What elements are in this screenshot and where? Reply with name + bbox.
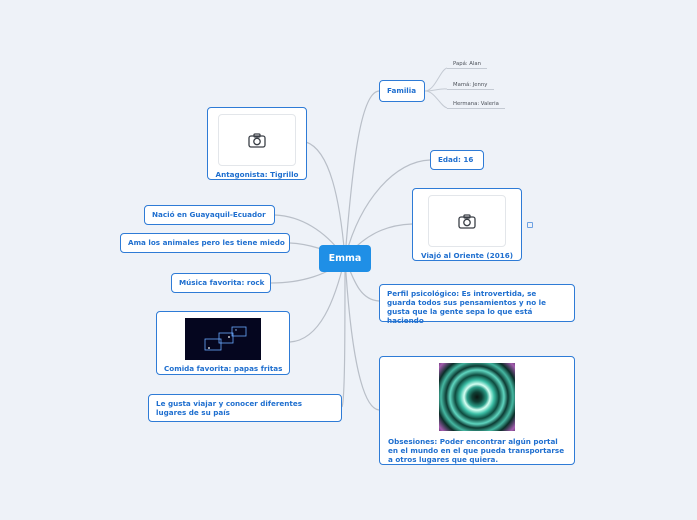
link-familia bbox=[344, 90, 380, 259]
camera-icon bbox=[248, 132, 266, 148]
link-papa bbox=[424, 67, 448, 92]
topic-edad[interactable]: Edad: 16 bbox=[430, 150, 484, 170]
topic-viajo-oriente-label: Viajó al Oriente (2016) bbox=[421, 251, 513, 260]
link-viajar bbox=[341, 257, 346, 408]
link-edad bbox=[344, 159, 431, 259]
comida-image-graphic bbox=[204, 326, 247, 351]
topic-antagonista[interactable]: Antagonista: Tigrillo bbox=[207, 107, 307, 180]
portal-tunnel-image bbox=[439, 363, 515, 431]
topic-nacio[interactable]: Nació en Guayaquil-Ecuador bbox=[144, 205, 275, 225]
topic-viajo-oriente[interactable]: Viajó al Oriente (2016) bbox=[412, 188, 522, 261]
comida-image bbox=[185, 318, 261, 360]
topic-perfil-psicologico[interactable]: Perfil psicológico: Es introvertida, se … bbox=[379, 284, 575, 325]
subtopic-hermana-underline bbox=[447, 108, 505, 109]
image-placeholder bbox=[428, 195, 506, 247]
link-antagonista bbox=[305, 141, 346, 259]
subtopic-hermana[interactable]: Hermana: Valeria bbox=[453, 101, 499, 107]
topic-antagonista-label: Antagonista: Tigrillo bbox=[215, 170, 299, 179]
topic-obsesiones-label: Obsesiones: Poder encontrar algún portal… bbox=[388, 437, 565, 464]
image-placeholder bbox=[218, 114, 296, 166]
topic-viajar[interactable]: Le gusta viajar y conocer diferentes lug… bbox=[148, 394, 342, 422]
topic-comida[interactable]: Comida favorita: papas fritas bbox=[156, 311, 290, 375]
topic-comida-label: Comida favorita: papas fritas bbox=[164, 364, 283, 373]
external-link-icon[interactable] bbox=[527, 222, 533, 228]
camera-icon bbox=[458, 213, 476, 229]
subtopic-mama[interactable]: Mamá: Jenny bbox=[453, 82, 488, 88]
subtopic-mama-underline bbox=[447, 89, 494, 90]
topic-animales[interactable]: Ama los animales pero les tiene miedo bbox=[120, 233, 290, 253]
topic-musica[interactable]: Música favorita: rock bbox=[171, 273, 271, 293]
topic-familia[interactable]: Familia bbox=[379, 80, 425, 102]
subtopic-papa-underline bbox=[447, 68, 487, 69]
link-obsesiones bbox=[344, 257, 380, 411]
root-topic[interactable]: Emma bbox=[319, 245, 371, 272]
topic-obsesiones[interactable]: Obsesiones: Poder encontrar algún portal… bbox=[379, 356, 575, 465]
link-hermana bbox=[424, 90, 448, 109]
subtopic-papa[interactable]: Papá: Alan bbox=[453, 61, 481, 67]
